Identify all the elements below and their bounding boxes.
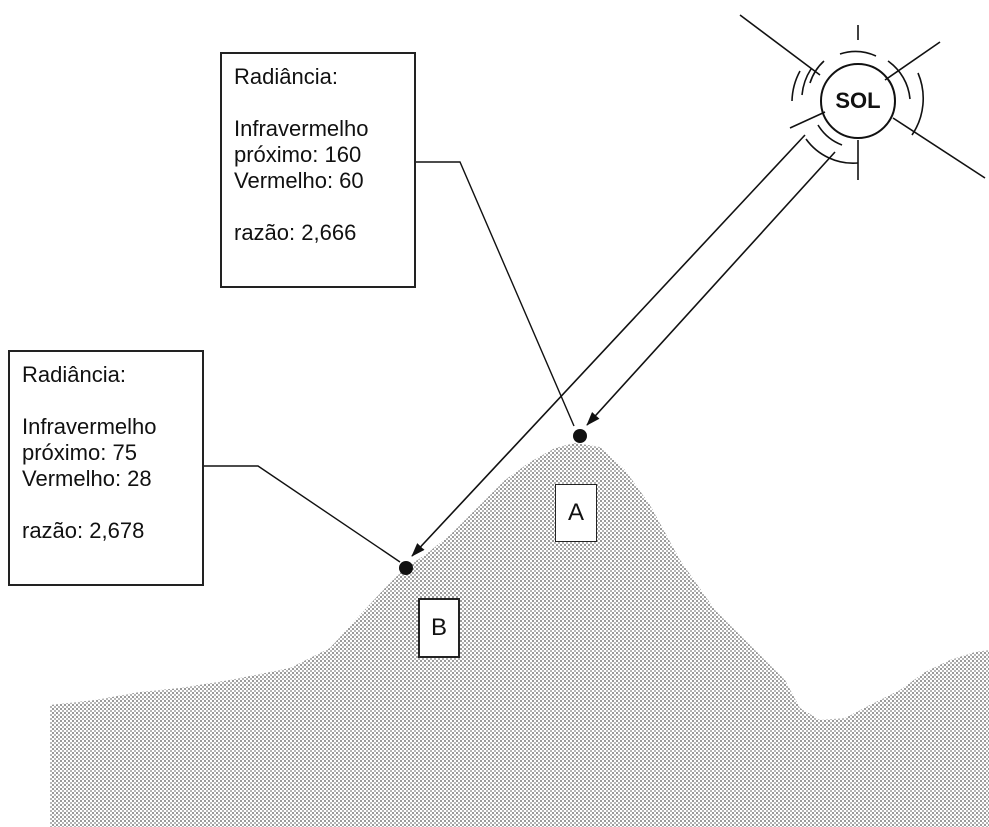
radiance-b-nir-value: próximo: 75 (22, 440, 137, 465)
radiance-b-ratio: razão: 2,678 (22, 518, 145, 543)
terrain (50, 443, 989, 827)
leader-line-b (204, 465, 401, 563)
point-a-marker (573, 429, 587, 443)
radiance-a-ratio: razão: 2,666 (234, 220, 357, 245)
sun-ray-to-b (411, 134, 806, 557)
radiance-a-nir-value: próximo: 160 (234, 142, 362, 167)
sun-label: SOL (835, 88, 881, 113)
sun-ray-to-a (586, 151, 836, 426)
sun (739, 14, 986, 180)
point-a-label: A (555, 484, 597, 542)
radiance-b-red-value: Vermelho: 28 (22, 466, 152, 491)
leader-line-a (416, 161, 575, 427)
point-b-label: B (418, 598, 460, 658)
radiance-b-nir-label: Infravermelho (22, 414, 157, 439)
radiance-a-title: Radiância: (234, 64, 338, 89)
radiance-box-b: Radiância: Infravermelho próximo: 75 Ver… (8, 350, 204, 586)
point-b-marker (399, 561, 413, 575)
radiance-b-title: Radiância: (22, 362, 126, 387)
radiance-a-red-value: Vermelho: 60 (234, 168, 364, 193)
radiance-box-a: Radiância: Infravermelho próximo: 160 Ve… (220, 52, 416, 288)
radiance-a-nir-label: Infravermelho (234, 116, 369, 141)
